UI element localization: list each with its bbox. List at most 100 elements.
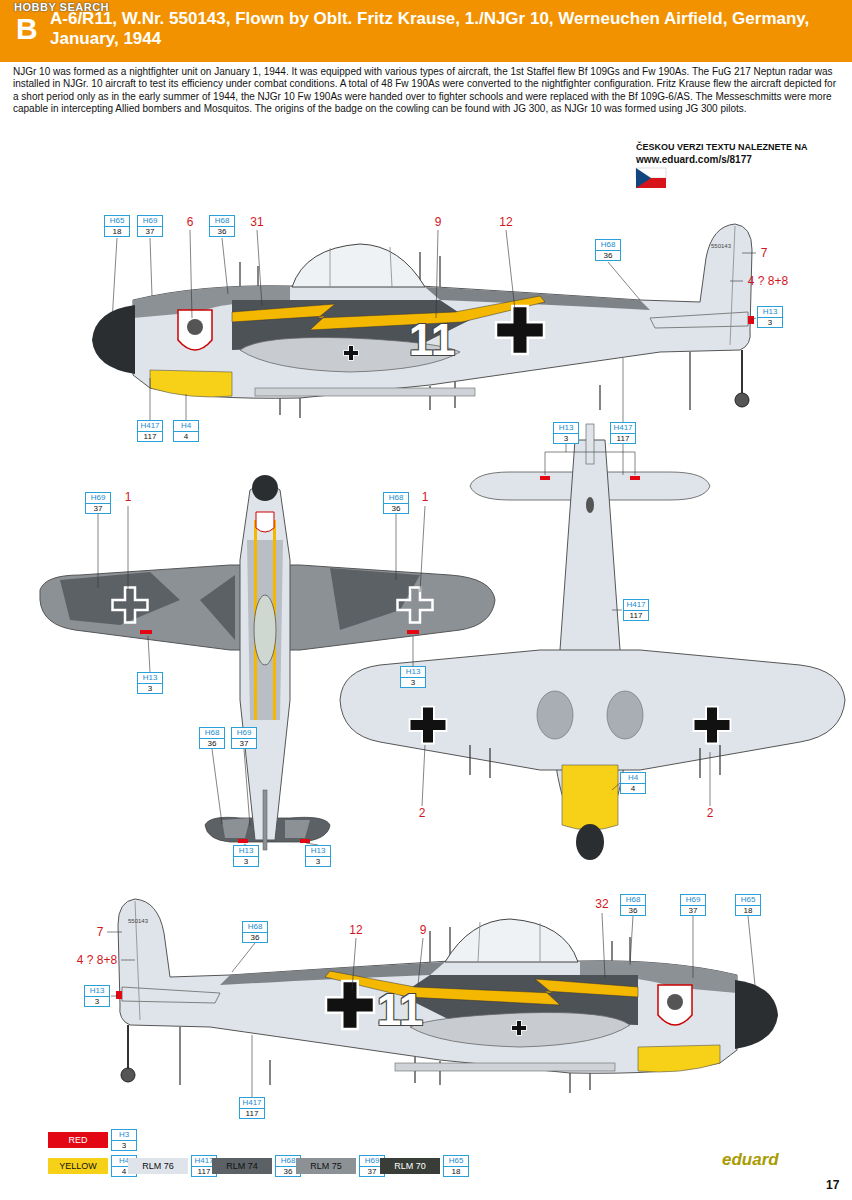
color-code-box: H6518 <box>443 1155 469 1177</box>
paint-code: H69 <box>681 895 705 906</box>
red-mark <box>140 630 152 634</box>
callout-number: 4 ? 8+8 <box>77 953 117 967</box>
balkenkreuz <box>695 708 730 743</box>
legend-text: RED <box>68 1135 87 1145</box>
paint-number: 36 <box>243 933 267 943</box>
canopy <box>292 244 425 287</box>
paint-code: H4 <box>174 421 198 432</box>
color-code-box: H417117 <box>610 422 636 444</box>
color-code-box: H417117 <box>137 420 163 442</box>
color-code-box: H6836 <box>595 239 621 261</box>
red-mark <box>300 839 310 843</box>
legend-text: RLM 74 <box>226 1161 258 1171</box>
paint-code: H417 <box>611 423 635 434</box>
paint-code: H69 <box>232 728 256 739</box>
badge <box>178 310 212 350</box>
paint-number: 3 <box>138 684 162 694</box>
fuselage <box>555 440 625 832</box>
serial-marking: 550143 <box>128 918 148 924</box>
balkenkreuz <box>411 708 446 743</box>
color-code-box: H133 <box>84 985 110 1007</box>
page-number: 17 <box>826 1178 839 1192</box>
paint-number: 36 <box>210 227 234 237</box>
legend-text: YELLOW <box>59 1161 97 1171</box>
paint-code: H68 <box>384 493 408 504</box>
url: www.eduard.com/s/8177 <box>636 154 752 165</box>
paint-code: H68 <box>596 240 620 251</box>
paint-code: H13 <box>401 667 425 678</box>
side-view <box>92 224 754 418</box>
color-code-box: H6937 <box>680 894 706 916</box>
callout-number: 2 <box>707 806 714 820</box>
paint-code: H68 <box>243 922 267 933</box>
paint-number: 36 <box>384 504 408 514</box>
spinner <box>92 305 135 374</box>
paint-number: 4 <box>621 784 645 794</box>
callout-number: 7 <box>97 925 104 939</box>
balkenkreuz <box>497 307 543 353</box>
red-mark <box>407 630 419 634</box>
paint-number: 117 <box>138 432 162 442</box>
paint-code: H69 <box>138 216 162 227</box>
paint-number: 3 <box>401 678 425 688</box>
callout-number: 9 <box>435 215 442 229</box>
color-code-box: H33 <box>111 1129 137 1151</box>
paint-number: 3 <box>112 1141 136 1151</box>
paint-number: 37 <box>138 227 162 237</box>
paint-code: H417 <box>240 1098 264 1109</box>
paint-number: 117 <box>611 434 635 444</box>
color-code-box: H133 <box>553 422 579 444</box>
watermark: HOBBY SEARCH <box>14 1 109 13</box>
callout-number: 6 <box>187 215 194 229</box>
color-code-box: H133 <box>757 306 783 328</box>
callout-number: 12 <box>499 215 512 229</box>
callout-number: 31 <box>250 215 263 229</box>
legend-text: RLM 70 <box>394 1161 426 1171</box>
tail-wheel <box>586 497 594 513</box>
paint-number: 36 <box>596 251 620 261</box>
legend-text: RLM 75 <box>310 1161 342 1171</box>
balkenkreuz <box>398 588 433 623</box>
callout-number: 4 ? 8+8 <box>748 274 788 288</box>
paint-code: H13 <box>554 423 578 434</box>
fuselage-number: 11 <box>409 318 456 362</box>
tail-strut <box>741 350 743 393</box>
paint-number: 37 <box>232 739 256 749</box>
callout-number: 32 <box>595 897 608 911</box>
paint-code: H65 <box>105 216 129 227</box>
paint-code: H13 <box>306 846 330 857</box>
wheel-well <box>537 691 573 739</box>
balkenkreuz <box>113 588 148 623</box>
legend-text: RLM 76 <box>142 1161 174 1171</box>
paint-code: H4 <box>621 773 645 784</box>
bottom-view <box>340 424 845 860</box>
paint-number: 36 <box>621 906 645 916</box>
callout-number: 12 <box>349 923 362 937</box>
color-swatch: RLM 70 <box>380 1158 440 1174</box>
paint-number: 18 <box>444 1167 468 1177</box>
badge-emblem <box>187 319 203 335</box>
paint-code: H65 <box>444 1156 468 1167</box>
leader-line <box>98 230 756 1097</box>
brand-logo: eduard <box>722 1150 779 1170</box>
color-code-box: H417117 <box>239 1097 265 1119</box>
yellow-cowling <box>150 370 232 397</box>
fin <box>263 790 267 850</box>
red-mark <box>540 476 550 480</box>
callout-number: 2 <box>419 806 426 820</box>
color-code-box: H6518 <box>104 215 130 237</box>
color-code-box: H6937 <box>137 215 163 237</box>
color-swatch: RLM 74 <box>212 1158 272 1174</box>
color-code-box: H44 <box>620 772 646 794</box>
color-swatch: YELLOW <box>48 1158 108 1174</box>
stabilizer <box>650 312 748 328</box>
paint-code: H68 <box>621 895 645 906</box>
red-mark <box>238 839 248 843</box>
callout-number: 1 <box>125 490 132 504</box>
red-mark <box>630 476 640 480</box>
color-code-box: H133 <box>233 845 259 867</box>
paint-number: 3 <box>234 857 258 867</box>
color-code-box: H417117 <box>623 599 649 621</box>
paint-number: 3 <box>306 857 330 867</box>
